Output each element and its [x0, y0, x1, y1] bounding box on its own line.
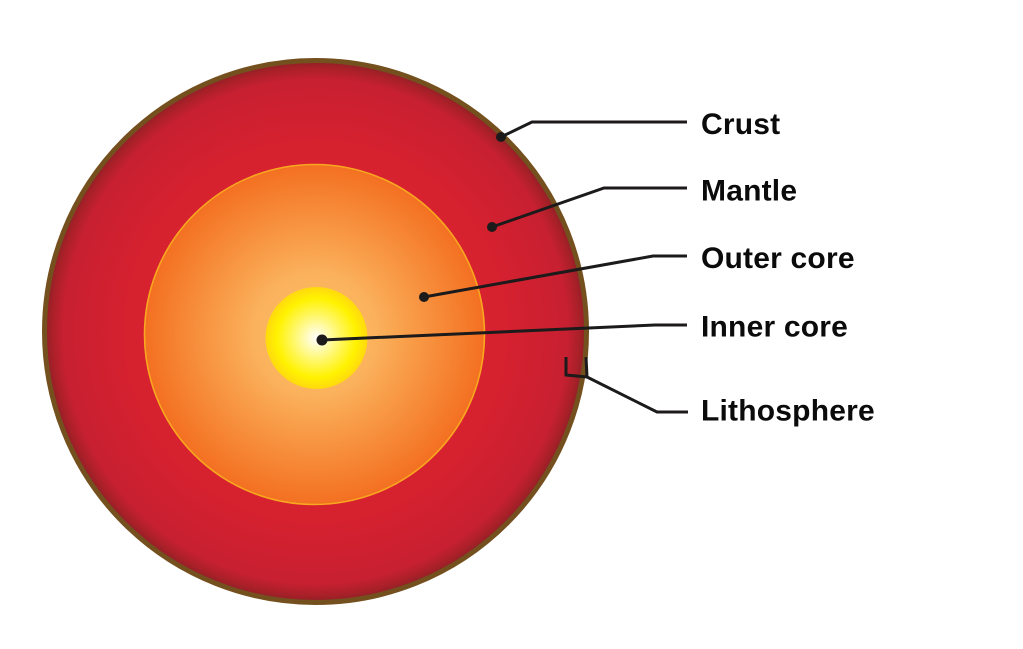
- outer-core-label: Outer core: [701, 242, 855, 275]
- crust-leader-line: [500, 120, 687, 139]
- inner-core-circle: [265, 287, 368, 389]
- inner-core-leader-line: [321, 323, 687, 342]
- crust-leader-dot: [496, 132, 506, 142]
- lithosphere-leader-line: [586, 375, 688, 414]
- lithosphere-bracket: [564, 356, 589, 379]
- inner-core-label: Inner core: [701, 311, 848, 344]
- mantle-leader-line: [491, 186, 687, 229]
- mantle-label: Mantle: [701, 175, 797, 208]
- inner-core-leader-dot: [316, 334, 328, 346]
- mantle-leader-dot: [487, 222, 497, 232]
- outer-core-leader-line: [423, 254, 687, 299]
- outer-core-leader-dot: [419, 292, 429, 302]
- lithosphere-label: Lithosphere: [701, 395, 875, 428]
- crust-label: Crust: [701, 108, 780, 141]
